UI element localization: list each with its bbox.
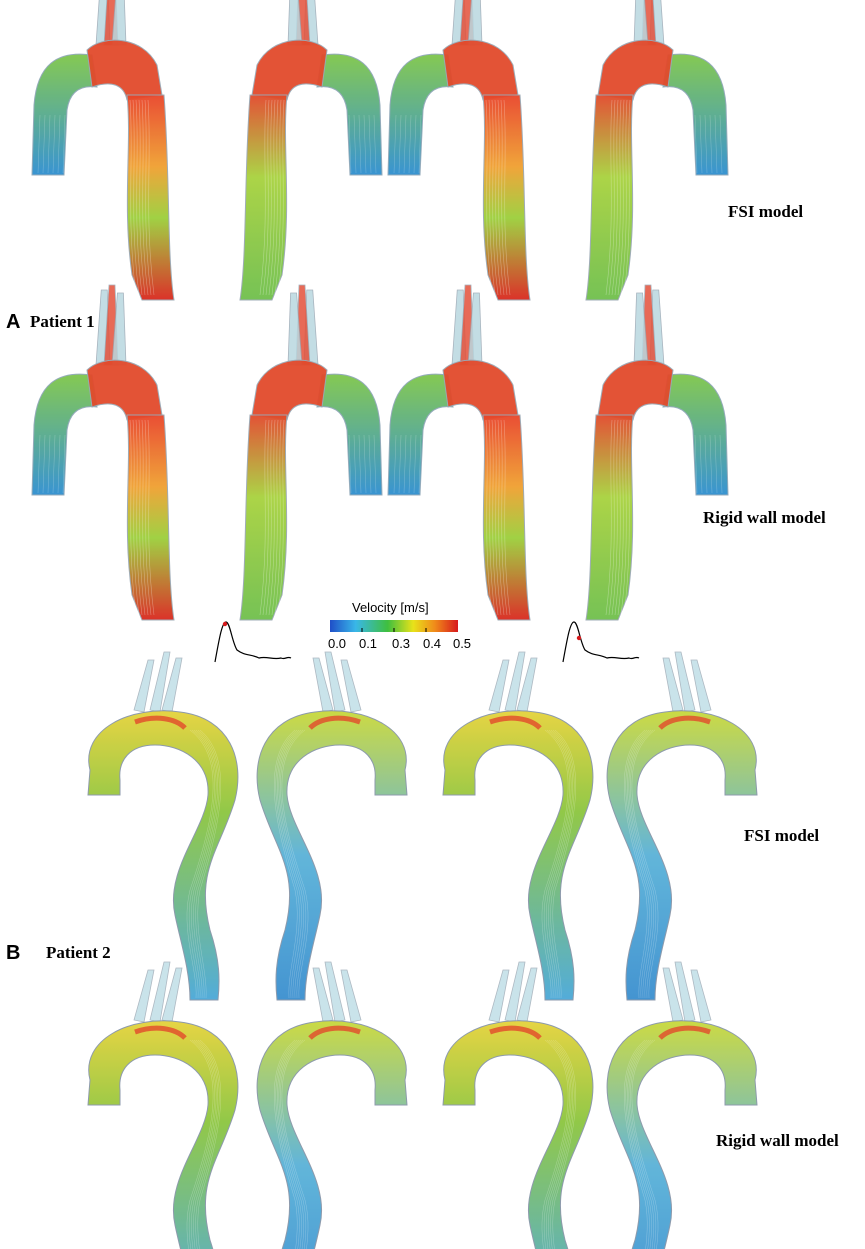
waveform-marker (576, 635, 582, 641)
aorta-p2-rigid-view-1 (87, 961, 239, 1249)
colorbar-tick: 0.5 (452, 636, 472, 651)
aorta-p2-fsi-view-2 (256, 651, 408, 1001)
colorbar-tick: 0.1 (358, 636, 378, 651)
model-label-p2-fsi: FSI model (744, 826, 820, 845)
aorta-p1-rigid-view-4 (585, 284, 729, 621)
aorta-p1-rigid-view-1 (31, 284, 175, 621)
waveform-inset-2 (562, 621, 640, 663)
colorbar (330, 620, 458, 632)
colorbar-tick: 0.0 (327, 636, 347, 651)
model-label-p1-rigid: Rigid wall model (703, 508, 826, 527)
patient-label-2: Patient 2 (46, 943, 111, 962)
colorbar-title: Velocity [m/s] (352, 600, 429, 615)
aorta-p2-rigid-view-3 (442, 961, 594, 1249)
aorta-p1-fsi-view-1 (31, 0, 175, 301)
aorta-p1-rigid-view-2 (239, 284, 383, 621)
panel-letter-a: A (6, 311, 21, 333)
aorta-p2-rigid-view-4 (606, 961, 758, 1249)
panel-letter-b: B (6, 942, 21, 964)
waveform-marker (222, 621, 228, 627)
colorbar-tick: 0.3 (391, 636, 411, 651)
patient-label-1: Patient 1 (30, 312, 95, 331)
colorbar-tick: 0.4 (422, 636, 442, 651)
aorta-p1-fsi-view-4 (585, 0, 729, 301)
model-label-p2-rigid: Rigid wall model (716, 1131, 839, 1150)
aorta-p1-rigid-view-3 (387, 284, 531, 621)
aorta-p2-fsi-view-4 (606, 651, 758, 1001)
aorta-p1-fsi-view-2 (239, 0, 383, 301)
aorta-p2-fsi-view-1 (87, 651, 239, 1001)
model-label-p1-fsi: FSI model (728, 202, 804, 221)
aorta-p2-rigid-view-2 (256, 961, 408, 1249)
waveform-inset-1 (214, 621, 292, 663)
aorta-p2-fsi-view-3 (442, 651, 594, 1001)
aorta-p1-fsi-view-3 (387, 0, 531, 301)
